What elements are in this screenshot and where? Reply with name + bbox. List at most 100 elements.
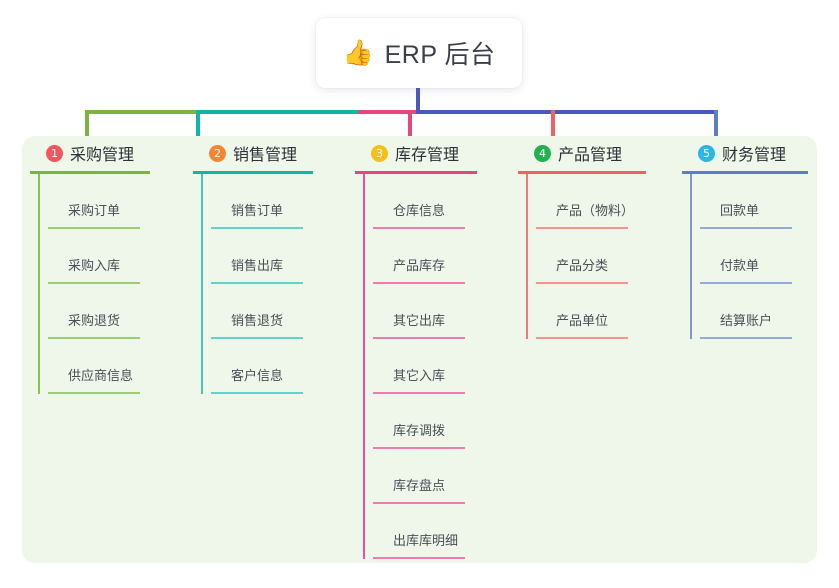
column-sales: 2 销售管理销售订单销售出库销售退货客户信息 xyxy=(193,140,313,394)
list-item-rule xyxy=(211,392,303,394)
column-number-badge: 2 xyxy=(209,144,226,162)
list-item-rule xyxy=(48,337,140,339)
connector-horizontal-segment-4 xyxy=(416,110,718,114)
list-item-label: 采购订单 xyxy=(68,203,121,218)
connector-drop-column-5 xyxy=(714,110,718,138)
list-item[interactable]: 产品分类 xyxy=(536,229,646,284)
list-item[interactable]: 库存盘点 xyxy=(373,449,477,504)
connector-horizontal-segment-3 xyxy=(358,110,418,114)
list-item[interactable]: 供应商信息 xyxy=(48,339,150,394)
column-item-list: 产品（物料） 产品分类产品单位 xyxy=(518,174,646,339)
list-item-label: 其它入库 xyxy=(393,368,446,383)
connector-drop-column-2 xyxy=(196,110,200,138)
root-title: ERP 后台 xyxy=(384,41,496,69)
column-title: 财务管理 xyxy=(722,147,787,164)
list-item-label: 产品库存 xyxy=(393,258,446,273)
list-item[interactable]: 付款单 xyxy=(700,229,808,284)
list-item-rule xyxy=(700,337,792,339)
list-item-rule xyxy=(373,227,465,229)
list-item[interactable]: 出库库明细 xyxy=(373,504,477,559)
list-item-rule xyxy=(48,282,140,284)
column-spine xyxy=(690,174,692,339)
list-item-rule xyxy=(373,337,465,339)
list-item[interactable]: 其它出库 xyxy=(373,284,477,339)
column-item-list: 采购订单采购入库采购退货供应商信息 xyxy=(30,174,150,394)
column-title: 产品管理 xyxy=(558,147,623,164)
list-item[interactable]: 客户信息 xyxy=(211,339,313,394)
list-item-rule xyxy=(211,337,303,339)
list-item-rule xyxy=(536,227,628,229)
column-finance: 5 财务管理回款单付款单结算账户 xyxy=(682,140,808,339)
column-purchasing: 1 采购管理采购订单采购入库采购退货供应商信息 xyxy=(30,140,150,394)
list-item-label: 付款单 xyxy=(720,258,760,273)
column-header-rule xyxy=(30,171,150,174)
list-item-label: 产品单位 xyxy=(556,313,609,328)
list-item-label: 采购入库 xyxy=(68,258,121,273)
column-number-badge: 5 xyxy=(698,144,715,162)
list-item-label: 其它出库 xyxy=(393,313,446,328)
list-item[interactable]: 库存调拨 xyxy=(373,394,477,449)
column-header[interactable]: 1 采购管理 xyxy=(30,140,150,166)
list-item[interactable]: 销售出库 xyxy=(211,229,313,284)
column-title: 采购管理 xyxy=(70,147,135,164)
list-item-label: 产品分类 xyxy=(556,258,609,273)
list-item-label: 供应商信息 xyxy=(68,368,134,383)
column-item-list: 仓库信息产品库存其它出库其它入库库存调拨库存盘点出库库明细 xyxy=(355,174,477,559)
connector-horizontal-segment-2 xyxy=(196,110,358,114)
list-item-label: 产品（物料） xyxy=(556,203,635,218)
list-item[interactable]: 仓库信息 xyxy=(373,174,477,229)
connector-drop-column-4 xyxy=(551,110,555,138)
column-item-list: 回款单付款单结算账户 xyxy=(682,174,808,339)
list-item-rule xyxy=(373,392,465,394)
list-item-rule xyxy=(373,282,465,284)
list-item-label: 销售退货 xyxy=(231,313,284,328)
column-header[interactable]: 4 产品管理 xyxy=(518,140,646,166)
list-item[interactable]: 回款单 xyxy=(700,174,808,229)
list-item[interactable]: 销售退货 xyxy=(211,284,313,339)
list-item[interactable]: 产品单位 xyxy=(536,284,646,339)
column-header[interactable]: 5 财务管理 xyxy=(682,140,808,166)
column-header-rule xyxy=(193,171,313,174)
list-item-rule xyxy=(700,227,792,229)
root-node[interactable]: 👍 ERP 后台 xyxy=(316,18,522,88)
list-item-rule xyxy=(536,282,628,284)
list-item-rule xyxy=(373,502,465,504)
list-item[interactable]: 采购入库 xyxy=(48,229,150,284)
list-item-label: 销售出库 xyxy=(231,258,284,273)
column-item-list: 销售订单销售出库销售退货客户信息 xyxy=(193,174,313,394)
list-item-label: 采购退货 xyxy=(68,313,121,328)
list-item-rule xyxy=(48,392,140,394)
list-item[interactable]: 产品库存 xyxy=(373,229,477,284)
column-header[interactable]: 2 销售管理 xyxy=(193,140,313,166)
list-item-label: 库存盘点 xyxy=(393,478,446,493)
list-item[interactable]: 采购订单 xyxy=(48,174,150,229)
column-title: 库存管理 xyxy=(395,147,460,164)
column-header-rule xyxy=(518,171,646,174)
list-item-rule xyxy=(700,282,792,284)
list-item-rule xyxy=(48,227,140,229)
list-item-label: 仓库信息 xyxy=(393,203,446,218)
list-item[interactable]: 采购退货 xyxy=(48,284,150,339)
list-item[interactable]: 结算账户 xyxy=(700,284,808,339)
list-item[interactable]: 产品（物料） xyxy=(536,174,646,229)
list-item-rule xyxy=(373,447,465,449)
column-spine xyxy=(363,174,365,559)
connector-trunk-vertical xyxy=(416,88,420,113)
connector-drop-column-3 xyxy=(408,110,412,138)
column-number-badge: 1 xyxy=(46,144,63,162)
list-item-label: 销售订单 xyxy=(231,203,284,218)
column-product: 4 产品管理产品（物料） 产品分类产品单位 xyxy=(518,140,646,339)
column-number-badge: 4 xyxy=(534,144,551,162)
list-item-rule xyxy=(536,337,628,339)
list-item-rule xyxy=(211,282,303,284)
list-item-rule xyxy=(211,227,303,229)
list-item[interactable]: 其它入库 xyxy=(373,339,477,394)
list-item[interactable]: 销售订单 xyxy=(211,174,313,229)
connector-horizontal-segment-1 xyxy=(85,110,196,114)
column-spine xyxy=(526,174,528,339)
list-item-label: 结算账户 xyxy=(720,313,773,328)
list-item-label: 回款单 xyxy=(720,203,760,218)
column-title: 销售管理 xyxy=(233,147,298,164)
